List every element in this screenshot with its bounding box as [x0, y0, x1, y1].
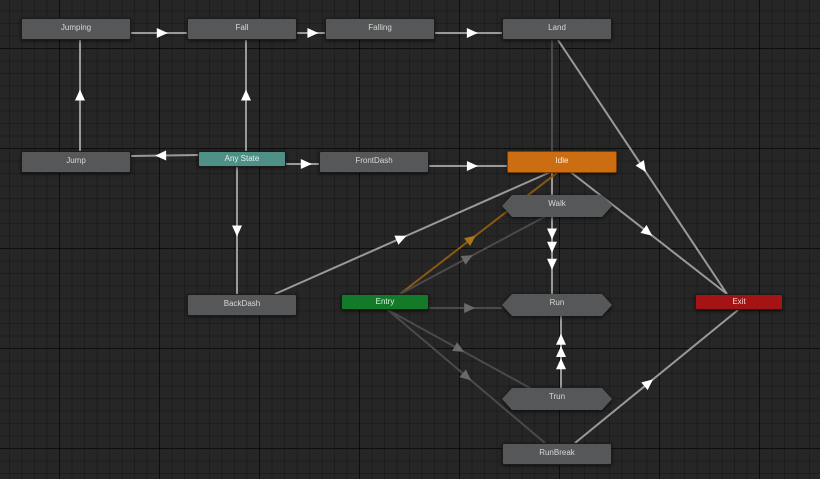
state-label: BackDash — [223, 299, 261, 308]
state-runbreak[interactable]: RunBreak — [502, 443, 612, 465]
state-run[interactable]: Run — [502, 294, 612, 316]
state-label: Any State — [224, 154, 260, 163]
state-label: Entry — [375, 297, 395, 306]
transition-arrow-icon — [547, 258, 557, 270]
state-label: Jumping — [60, 23, 92, 32]
transition-arrow-icon — [547, 241, 557, 253]
state-label: Idle — [555, 156, 569, 165]
transition-arrow-icon — [155, 150, 167, 161]
transition-arrow-icon — [75, 89, 85, 101]
state-fall[interactable]: Fall — [187, 18, 297, 40]
state-backdash[interactable]: BackDash — [187, 294, 297, 316]
state-jump[interactable]: Jump — [21, 151, 131, 173]
transition-arrow-icon — [156, 28, 168, 38]
transition-arrow-icon — [394, 235, 407, 245]
state-label: Land — [548, 23, 566, 32]
state-label: Walk — [548, 199, 566, 208]
transition-arrow-icon — [547, 228, 557, 240]
state-label: RunBreak — [539, 448, 575, 457]
transition-arrow-icon — [460, 255, 473, 265]
transition-arrow-icon — [556, 333, 566, 345]
state-land[interactable]: Land — [502, 18, 612, 40]
transition-arrow-icon — [452, 342, 465, 352]
transition-arrow-icon — [241, 89, 251, 101]
state-idle[interactable]: Idle — [507, 151, 617, 173]
transition-arrow-icon — [464, 235, 476, 247]
transition-line[interactable] — [574, 309, 739, 444]
state-any-state[interactable]: Any State — [198, 151, 286, 167]
transition-arrow-icon — [466, 161, 478, 171]
transition-arrow-icon — [640, 224, 653, 236]
transition-arrow-icon — [635, 160, 646, 172]
state-jumping[interactable]: Jumping — [21, 18, 131, 40]
state-label: Trun — [548, 392, 566, 401]
state-label: Fall — [235, 23, 249, 32]
transition-line[interactable] — [274, 169, 556, 295]
state-falling[interactable]: Falling — [325, 18, 435, 40]
state-label: Run — [549, 298, 565, 307]
state-walk[interactable]: Walk — [502, 195, 612, 217]
transition-arrow-icon — [232, 225, 242, 237]
transition-arrow-icon — [556, 358, 566, 370]
transition-line[interactable] — [399, 171, 559, 295]
transition-arrow-icon — [466, 28, 478, 38]
transition-arrow-icon — [300, 159, 312, 169]
state-label: Falling — [368, 23, 392, 32]
state-label: Jump — [66, 156, 86, 165]
transition-arrow-icon — [464, 303, 476, 313]
state-trun[interactable]: Trun — [502, 388, 612, 410]
transition-arrow-icon — [307, 28, 319, 38]
state-entry[interactable]: Entry — [341, 294, 429, 310]
state-exit[interactable]: Exit — [695, 294, 783, 310]
transition-arrow-icon — [641, 379, 653, 391]
transition-arrow-icon — [459, 369, 472, 381]
transition-line[interactable] — [399, 213, 551, 295]
transition-arrow-icon — [556, 346, 566, 357]
state-label: FrontDash — [355, 156, 393, 165]
state-label: Exit — [732, 297, 746, 306]
state-frontdash[interactable]: FrontDash — [319, 151, 429, 173]
